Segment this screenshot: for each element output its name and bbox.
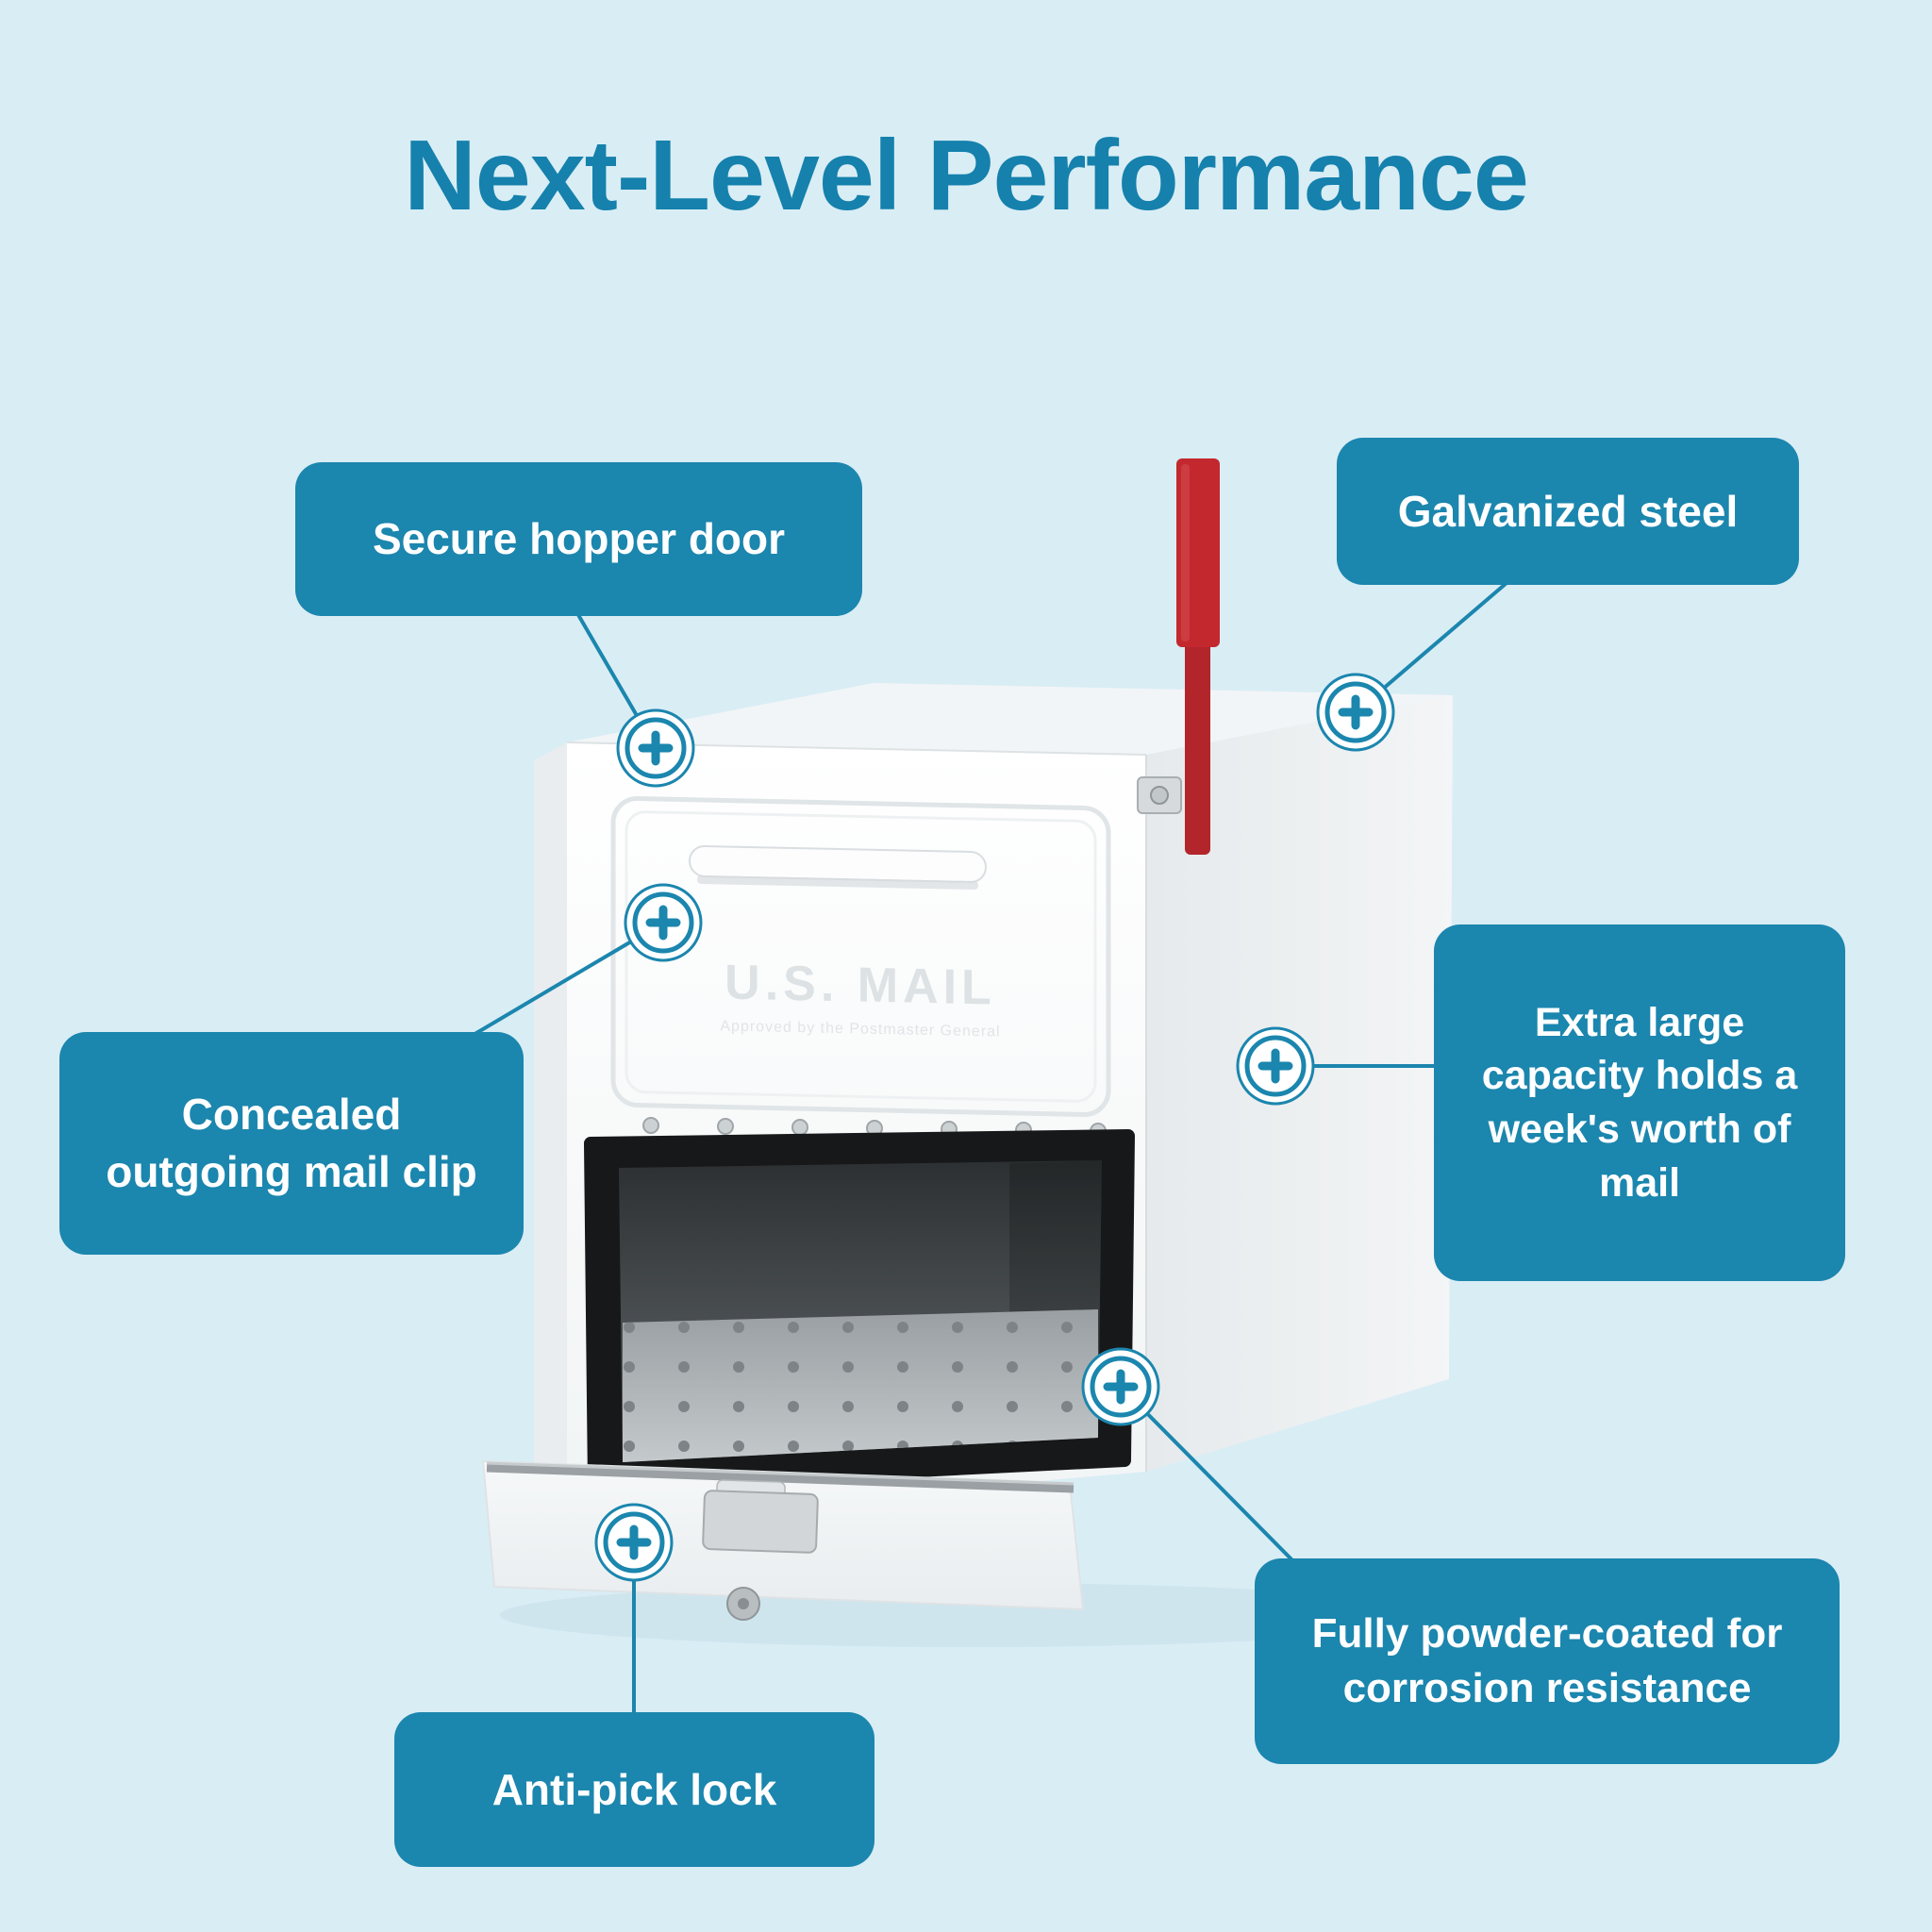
callout-anti-pick-lock: Anti-pick lock	[394, 1712, 874, 1867]
plus-icon	[638, 730, 674, 766]
mailbox-flag[interactable]	[1137, 458, 1220, 855]
hotspot-marker-powder-coated[interactable]	[1081, 1347, 1160, 1426]
lock-bracket	[702, 1490, 819, 1554]
callout-powder-coated: Fully powder-coated for corrosion resist…	[1255, 1558, 1840, 1764]
door-hinge	[486, 1463, 1074, 1493]
callout-label: Fully powder-coated for corrosion resist…	[1311, 1609, 1783, 1711]
hotspot-markers	[594, 673, 1395, 1582]
embossed-us-mail-text: U.S. MAIL	[724, 955, 996, 1015]
door-hinge-highlight	[486, 1461, 1074, 1486]
hotspot-marker-extra-large-capacity[interactable]	[1236, 1026, 1315, 1106]
hotspot-marker-galvanized-steel[interactable]	[1316, 673, 1395, 752]
callout-galvanized-steel: Galvanized steel	[1337, 438, 1799, 585]
callout-label: Galvanized steel	[1397, 486, 1739, 536]
embossed-frame-inner	[625, 810, 1097, 1103]
callout-extra-large-capacity: Extra large capacity holds a week's wort…	[1434, 924, 1845, 1281]
page-title: Next-Level Performance	[404, 120, 1529, 231]
hotspot-marker-secure-hopper-door[interactable]	[616, 708, 695, 788]
connector-powder-coated	[1119, 1385, 1296, 1564]
hotspot-marker-anti-pick-lock[interactable]	[594, 1503, 674, 1582]
plus-icon	[1257, 1048, 1293, 1084]
callout-label: Extra large capacity holds a week's wort…	[1481, 999, 1798, 1206]
mailbox-top-panel	[567, 683, 1453, 755]
flag-arm	[1185, 638, 1210, 855]
mailbox: U.S. MAIL Approved by the Postmaster Gen…	[481, 458, 1453, 1647]
keyhole-icon	[738, 1598, 749, 1609]
callout-label: Anti-pick lock	[491, 1764, 777, 1814]
floor-perforations	[623, 1309, 1098, 1462]
embossed-subtext: Approved by the Postmaster General	[720, 1018, 1000, 1040]
open-lower-door[interactable]	[481, 1459, 1085, 1621]
callout-secure-hopper-door: Secure hopper door	[295, 462, 862, 616]
anti-pick-lock-assembly[interactable]	[702, 1479, 819, 1621]
plus-icon	[1338, 694, 1374, 730]
handle-shadow	[697, 874, 978, 891]
callout-concealed-mail-clip: Concealed outgoing mail clip	[59, 1032, 524, 1255]
mail-compartment-opening	[584, 1129, 1135, 1493]
flag-highlight	[1181, 464, 1190, 641]
callout-label: Secure hopper door	[372, 514, 786, 564]
plus-icon	[645, 905, 681, 941]
flag-pivot-screw	[1150, 786, 1169, 805]
hotspot-marker-concealed-mail-clip[interactable]	[624, 883, 703, 962]
plus-icon	[616, 1524, 652, 1560]
callout-label: Concealed outgoing mail clip	[106, 1090, 477, 1196]
plus-icon	[1103, 1369, 1139, 1405]
mailbox-left-edge	[534, 742, 567, 1523]
